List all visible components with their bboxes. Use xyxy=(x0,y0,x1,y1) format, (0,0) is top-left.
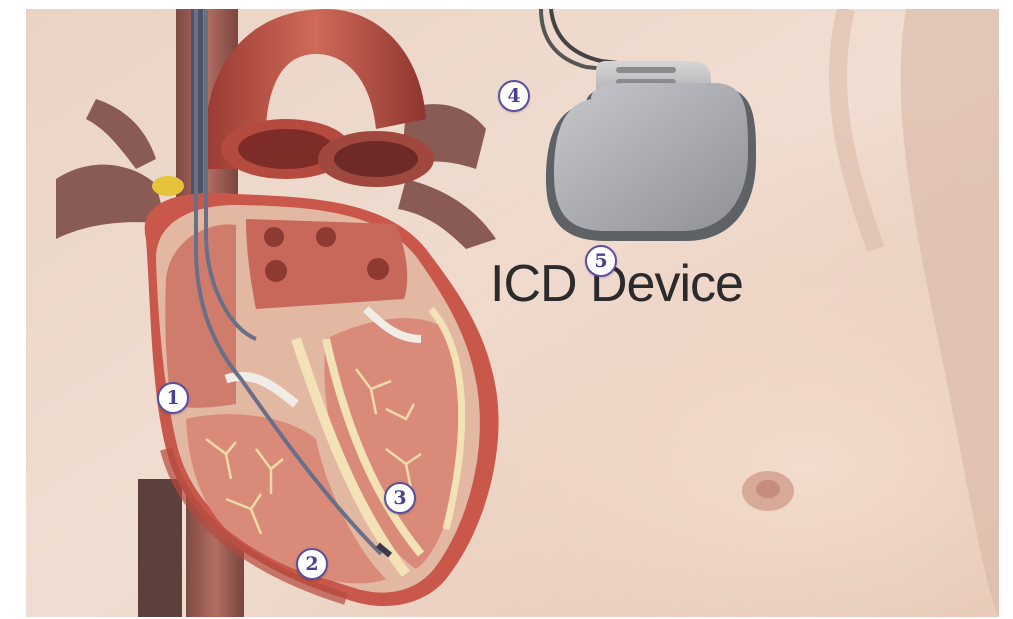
marker-2: 2 xyxy=(296,548,328,580)
marker-1: 1 xyxy=(157,382,189,414)
marker-5: 5 xyxy=(585,245,617,277)
marker-4: 4 xyxy=(498,80,530,112)
marker-3: 3 xyxy=(384,482,416,514)
